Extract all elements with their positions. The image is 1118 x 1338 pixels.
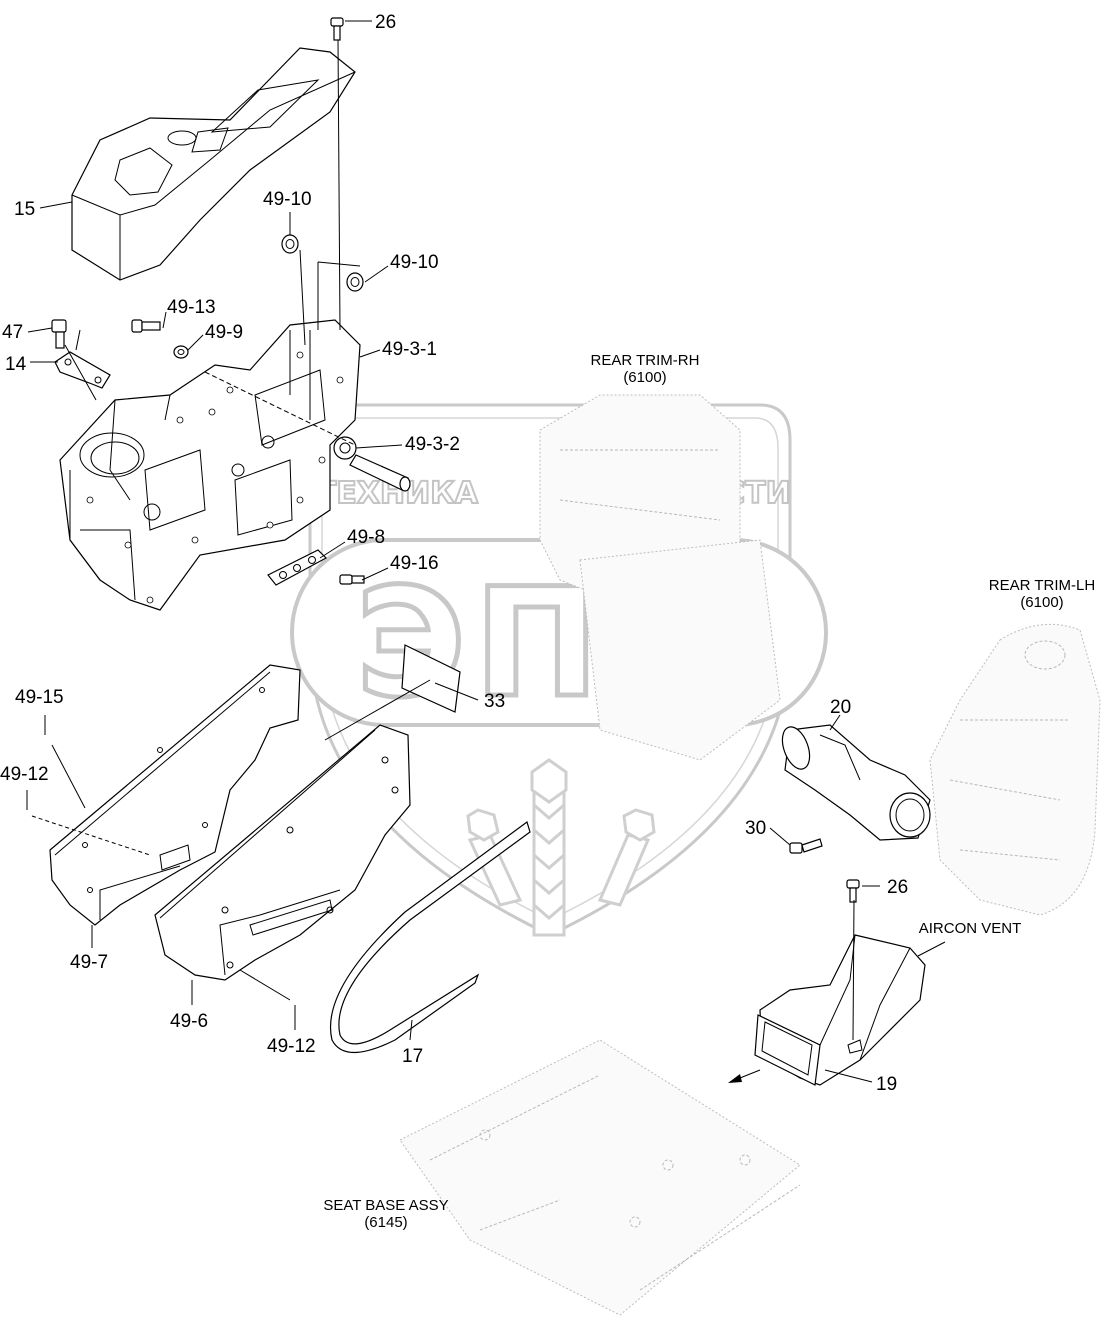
- label-14: 14: [5, 354, 27, 375]
- part-26-screw-bottom: [846, 879, 860, 903]
- caption-aircon-vent: AIRCON VENT: [919, 920, 1022, 937]
- caption-rear-trim-lh-code: (6100): [1020, 594, 1063, 611]
- label-33: 33: [484, 691, 505, 712]
- label-49-10b: 49-10: [390, 252, 439, 273]
- part-19-aircon-vent: [754, 934, 926, 1086]
- label-26-top: 26: [375, 12, 396, 33]
- label-49-3-1: 49-3-1: [382, 339, 437, 360]
- label-49-7: 49-7: [70, 952, 108, 973]
- label-17: 17: [402, 1046, 423, 1067]
- caption-rear-trim-rh: REAR TRIM-RH: [591, 352, 700, 369]
- rear-trim-lh-ghost: [929, 623, 1101, 916]
- label-20: 20: [830, 697, 851, 718]
- rear-trim-rh-ghost: [539, 394, 781, 761]
- label-26-b: 26: [887, 877, 908, 898]
- part-49-3-1-bracket: [59, 319, 361, 611]
- part-49-13-bolt: [131, 319, 161, 333]
- label-49-13: 49-13: [167, 297, 216, 318]
- leader-lines: [26, 20, 946, 1083]
- label-49-8: 49-8: [347, 527, 385, 548]
- part-33-label: [401, 644, 461, 713]
- label-49-10a: 49-10: [263, 189, 312, 210]
- part-26-screw-top: [330, 17, 344, 41]
- label-30: 30: [745, 818, 766, 839]
- part-49-8-pad: [267, 549, 327, 586]
- label-49-3-2: 49-3-2: [405, 434, 460, 455]
- part-15-console-cover: [71, 47, 356, 281]
- wheat-icon: [466, 758, 656, 937]
- part-labels: 26 15 49-10 49-10 49-13 47 49-9 49-3-1 1…: [0, 12, 908, 1095]
- label-49-9: 49-9: [205, 322, 243, 343]
- label-15: 15: [14, 199, 35, 220]
- part-14-bracket: [54, 351, 111, 389]
- label-47: 47: [2, 322, 23, 343]
- seat-base-ghost: [399, 1039, 801, 1316]
- caption-seat-base: SEAT BASE ASSY: [323, 1197, 448, 1214]
- label-49-12b: 49-12: [267, 1036, 316, 1057]
- part-49-7-panel: [49, 664, 301, 926]
- assembly-captions: REAR TRIM-RH (6100) REAR TRIM-LH (6100) …: [323, 352, 1095, 1231]
- part-47-bolt: [51, 319, 67, 349]
- bracket-holes: [86, 351, 344, 604]
- label-49-15: 49-15: [15, 687, 64, 708]
- part-20-duct: [781, 724, 931, 841]
- part-49-6-panel: [154, 724, 411, 981]
- caption-rear-trim-rh-code: (6100): [623, 369, 666, 386]
- label-19: 19: [876, 1074, 897, 1095]
- caption-rear-trim-lh: REAR TRIM-LH: [989, 577, 1095, 594]
- part-49-16-bolt: [339, 574, 365, 585]
- part-49-10-washers: [281, 234, 364, 292]
- label-49-12a: 49-12: [0, 764, 49, 785]
- part-30-screw: [789, 838, 823, 854]
- part-17-strip: [330, 821, 531, 1053]
- caption-seat-base-code: (6145): [364, 1214, 407, 1231]
- part-49-9-washer: [173, 345, 189, 359]
- label-49-16: 49-16: [390, 553, 439, 574]
- label-49-6: 49-6: [170, 1011, 208, 1032]
